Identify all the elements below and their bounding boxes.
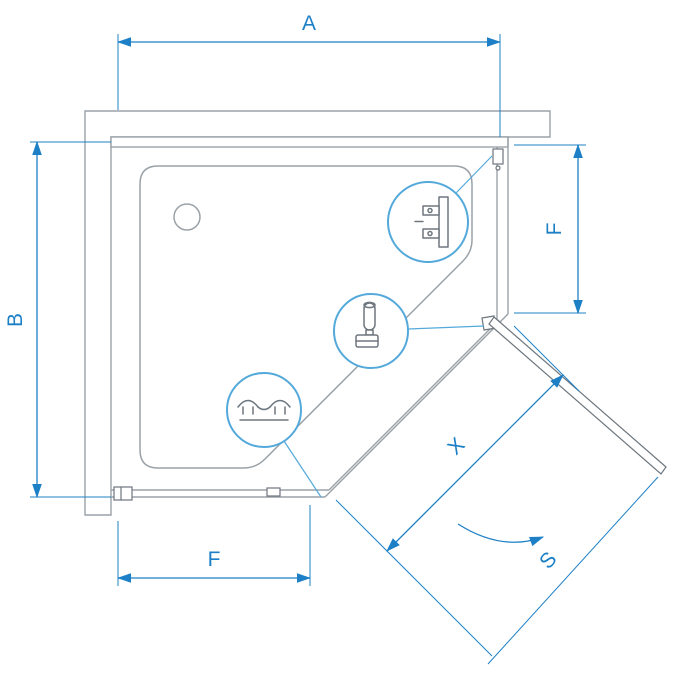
- dimension-x: X: [335, 325, 580, 657]
- dimension-f-right: F: [514, 143, 586, 315]
- seal-link: [257, 406, 271, 411]
- hinge-clamp-bottom: [422, 228, 440, 239]
- leader-line: [283, 440, 322, 498]
- door-open: [488, 316, 667, 475]
- hinge-bar: [438, 196, 449, 248]
- dimension-label-b: B: [4, 313, 27, 327]
- extension-line: [487, 476, 659, 665]
- hinge-clamp-top: [422, 205, 440, 216]
- dimension-f-bottom: F: [116, 505, 312, 586]
- drain-icon: [173, 203, 201, 231]
- bottom-rail-fitting: [266, 487, 281, 497]
- callout-hinge: [387, 155, 493, 263]
- seal-hump-left: [237, 399, 259, 408]
- dimension-label-s: S: [535, 548, 561, 574]
- top-profile: [110, 136, 509, 148]
- bottom-corner-fitting: [113, 486, 133, 501]
- hinge-screw-top: [427, 207, 433, 214]
- top-hinge-fitting: [492, 148, 504, 165]
- dimension-s: S: [457, 476, 659, 665]
- hinge-screw-bottom: [427, 230, 433, 237]
- tray-outline: [139, 165, 473, 469]
- callout-seal: [226, 372, 322, 498]
- dimension-b: B: [4, 140, 111, 499]
- dimension-label-f-right: F: [543, 223, 566, 236]
- extension-line: [513, 325, 580, 392]
- dimension-label-f-bottom: F: [208, 548, 221, 571]
- handle-knob-top: [363, 301, 376, 309]
- extension-line: [335, 499, 493, 657]
- dimension-label-a: A: [302, 12, 316, 35]
- callout-handle: [333, 293, 485, 369]
- top-hinge-pin: [495, 165, 501, 171]
- callout-circle: [387, 181, 469, 263]
- dimension-line: [386, 374, 564, 552]
- leader-line: [455, 155, 493, 194]
- handle-icon: [355, 301, 379, 348]
- shower-tray: [139, 165, 473, 469]
- door-leaf: [488, 316, 667, 475]
- bottom-seal-icon: [237, 399, 291, 421]
- dimension-label-x: X: [443, 433, 469, 459]
- swing-arrow: [457, 523, 545, 547]
- dimension-a: A: [116, 12, 502, 137]
- hinge-icon: [414, 196, 449, 248]
- leader-line: [407, 325, 485, 330]
- seal-hump-right: [269, 399, 291, 408]
